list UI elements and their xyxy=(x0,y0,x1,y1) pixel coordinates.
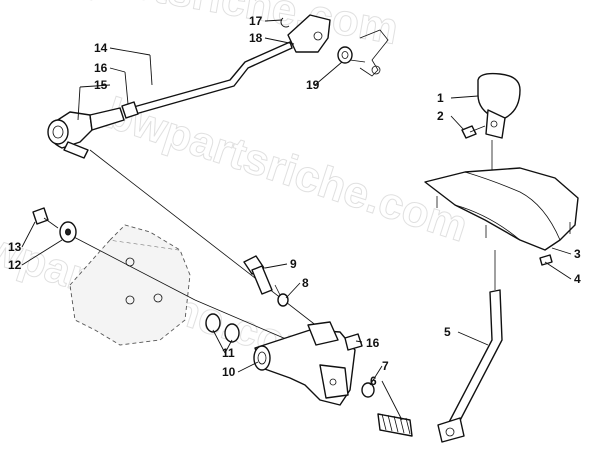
callout-16-upper: 16 xyxy=(94,61,108,75)
console-screw xyxy=(539,254,553,266)
callout-19: 19 xyxy=(306,78,320,92)
shift-console xyxy=(424,167,579,251)
callout-13: 13 xyxy=(8,240,22,254)
shift-lever xyxy=(437,289,503,443)
callout-11: 11 xyxy=(222,346,235,360)
callout-8: 8 xyxy=(302,276,309,290)
pivot-bolt xyxy=(243,255,273,295)
frame-bracket xyxy=(69,224,191,346)
washer-19 xyxy=(337,46,353,64)
callout-7: 7 xyxy=(382,359,389,373)
return-spring xyxy=(377,413,413,437)
leader-lines xyxy=(21,19,572,421)
callout-labels: 1 2 3 4 5 6 7 8 9 10 11 12 13 14 15 16 1… xyxy=(8,14,581,388)
callout-12: 12 xyxy=(8,258,22,272)
pivot-shaft xyxy=(253,321,356,406)
watermark-text-2: bwpartsriche.com xyxy=(100,89,473,252)
callout-16-lower: 16 xyxy=(366,336,380,350)
retaining-clip xyxy=(280,17,290,28)
callout-4: 4 xyxy=(574,272,581,286)
jam-nut-upper xyxy=(121,101,139,119)
callout-1: 1 xyxy=(437,91,444,105)
callout-18: 18 xyxy=(249,31,263,45)
knob-screw xyxy=(461,125,486,139)
shift-arm-linkage xyxy=(349,29,389,77)
callout-17: 17 xyxy=(249,14,263,28)
watermark-text-1: bwpartsriche.com xyxy=(22,0,401,54)
washer-8 xyxy=(277,293,289,307)
o-rings xyxy=(205,313,240,343)
watermark: bwpartsriche.com bwpartsriche.com bwpart… xyxy=(0,0,474,378)
rod-end xyxy=(47,107,125,159)
jam-nut-lower xyxy=(344,333,363,351)
shift-knob xyxy=(477,72,521,139)
frame-washer xyxy=(59,221,77,243)
callout-6: 6 xyxy=(370,374,377,388)
callout-10: 10 xyxy=(222,365,236,379)
callout-5: 5 xyxy=(444,325,451,339)
callout-3: 3 xyxy=(574,247,581,261)
callout-14: 14 xyxy=(94,41,108,55)
callout-9: 9 xyxy=(290,257,297,271)
callout-15: 15 xyxy=(94,78,108,92)
frame-bolt xyxy=(32,207,59,229)
washer-7 xyxy=(361,382,375,398)
callout-2: 2 xyxy=(437,109,444,123)
rod-clevis xyxy=(287,14,331,53)
shift-rod xyxy=(129,41,293,116)
